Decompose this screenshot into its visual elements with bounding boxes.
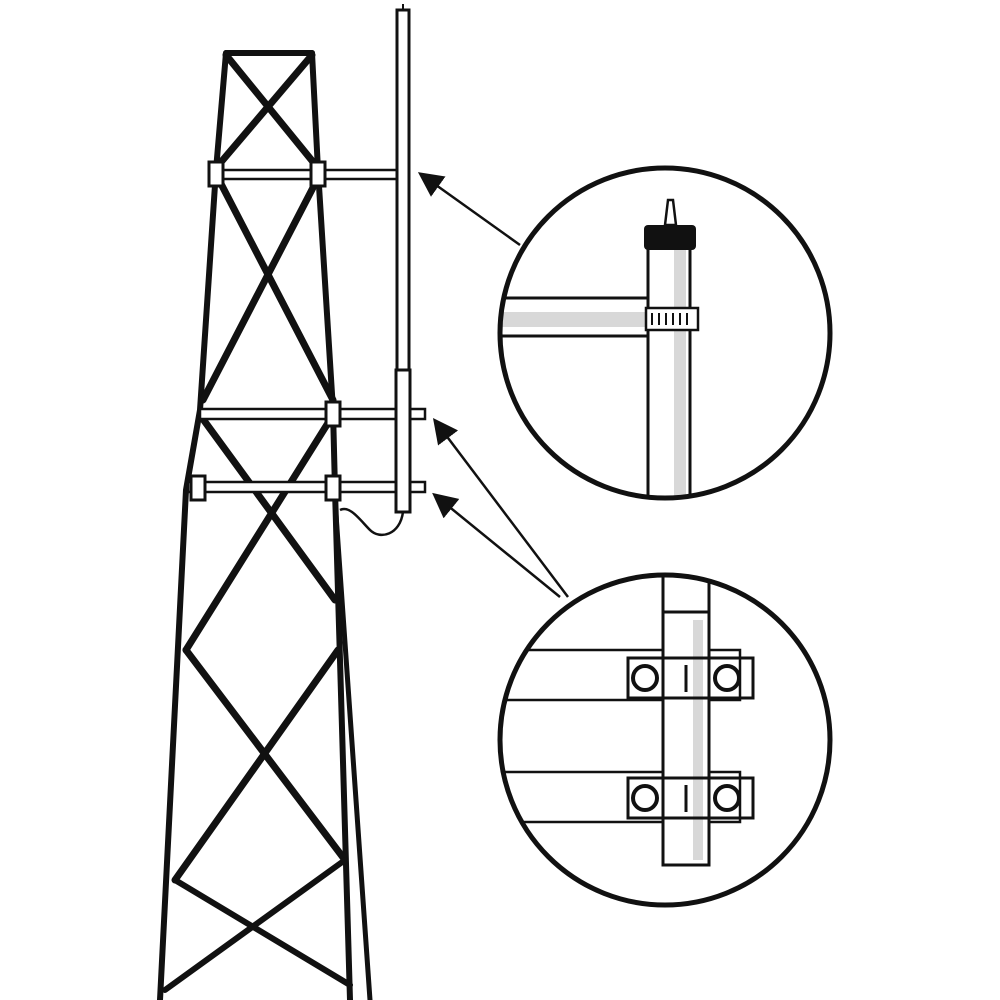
detail-lower-brackets (500, 575, 755, 867)
mounting-arms (186, 160, 427, 502)
callout-arrows (417, 172, 569, 598)
antenna-mast (339, 4, 412, 537)
detail-circle-bottom (497, 572, 833, 908)
detail-circle-top (497, 165, 833, 501)
detail-top-clamp (500, 198, 700, 498)
lattice-tower (157, 50, 373, 1000)
